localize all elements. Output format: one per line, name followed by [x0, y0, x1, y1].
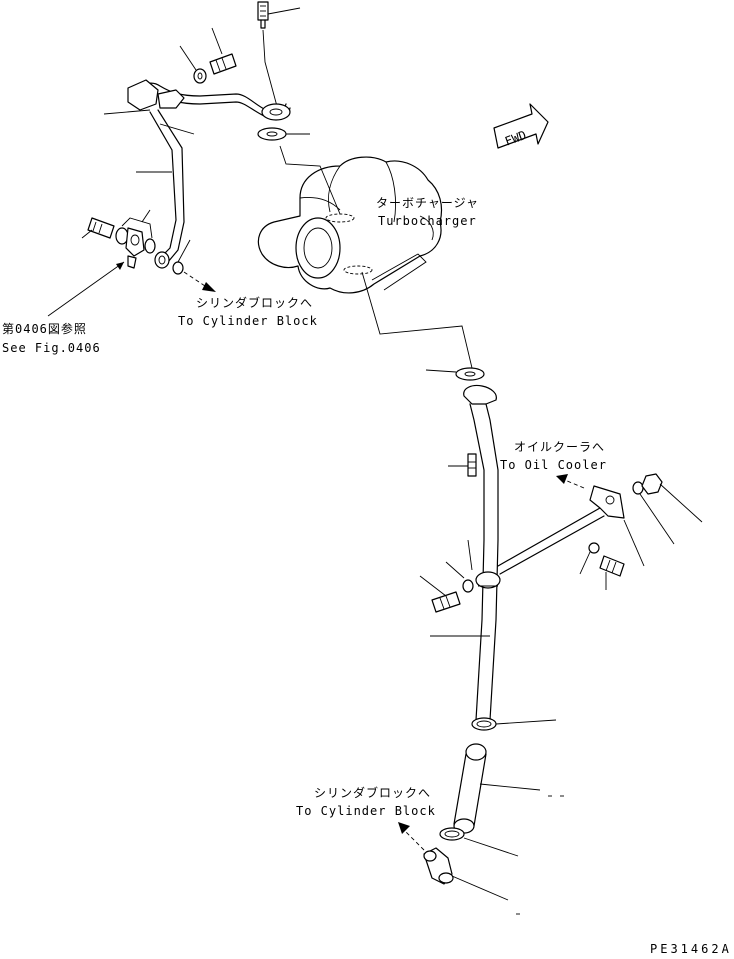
turbocharger: [257, 156, 443, 294]
arrow-to-cylinder-block-bottom: [398, 822, 425, 851]
to-cylinder-block-en-top: To Cylinder Block: [178, 314, 318, 328]
arrow-to-cylinder-block-top: [183, 271, 216, 292]
bolt-drain-upper: [448, 453, 477, 477]
fwd-arrow: FWD: [493, 103, 549, 149]
leader-tube-left: [103, 109, 151, 115]
leader-washer-lower-left: [177, 239, 191, 263]
leader-turbo-bottom: [361, 271, 473, 369]
drain-tube: [463, 384, 501, 721]
drawing-number: PE31462A: [650, 942, 732, 956]
banjo-bolt-assembly: [81, 209, 156, 269]
leader-turbo-top: [279, 145, 341, 215]
bolt-drain-left: [419, 539, 474, 613]
to-cylinder-block-jp-bottom: シリンダブロックへ: [314, 786, 432, 800]
rubber-hose: [453, 743, 564, 834]
to-oil-cooler-jp: オイルクーラへ: [514, 440, 606, 454]
arrow-to-oil-cooler: [556, 474, 585, 489]
turbocharger-label-jp: ターボチャージャ: [376, 196, 480, 210]
elbow-connector: [423, 847, 520, 915]
top-bolt-centerline: [262, 29, 279, 111]
to-oil-cooler-en: To Oil Cooler: [500, 458, 607, 472]
arrow-see-fig: [47, 261, 125, 317]
washer-lower-left: [172, 261, 184, 275]
lower-clamp: [439, 827, 519, 857]
leader-tube-bend: [159, 123, 195, 135]
bolt-bracket-lower: [579, 519, 645, 590]
fwd-label: FWD: [503, 128, 528, 149]
drain-gasket: [425, 367, 485, 381]
nut-right: [632, 473, 703, 545]
to-cylinder-block-en-bottom: To Cylinder Block: [296, 804, 436, 818]
to-cylinder-block-jp-top: シリンダブロックへ: [196, 296, 314, 310]
bolt-top-left: [179, 27, 237, 84]
upper-clamp: [471, 717, 557, 731]
top-bolt: [257, 1, 301, 29]
turbocharger-label-en: Turbocharger: [378, 214, 477, 228]
see-fig-label-en: See Fig.0406: [2, 341, 101, 355]
oil-inlet-tube: [127, 79, 291, 269]
top-gasket: [257, 127, 310, 141]
support-bracket: [497, 485, 625, 575]
see-fig-label-jp: 第0406図参照: [2, 322, 87, 336]
